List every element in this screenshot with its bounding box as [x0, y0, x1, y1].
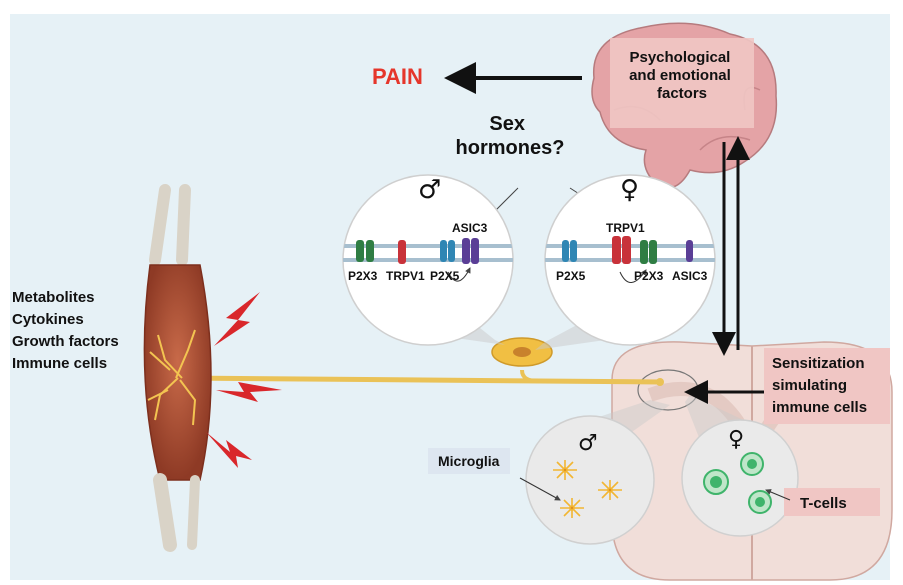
- label-p2x5: P2X5: [556, 269, 586, 283]
- label-trpv1: TRPV1: [386, 269, 425, 283]
- tcell-circle: ♀: [682, 420, 798, 536]
- label-asic3: ASIC3: [672, 269, 708, 283]
- female-symbol: ♀: [620, 175, 639, 205]
- factor-immune-cells: Immune cells: [12, 355, 107, 372]
- tcells-label: T-cells: [800, 495, 847, 512]
- label-asic3: ASIC3: [452, 221, 488, 235]
- receptor-trpv1: [612, 236, 621, 264]
- receptor-asic3: [462, 238, 470, 264]
- microglia-circle: ♂: [526, 416, 654, 544]
- label-p2x5: P2X5: [430, 269, 460, 283]
- pain-label: PAIN: [372, 64, 423, 89]
- receptor-p2x3: [640, 240, 648, 264]
- label-trpv1: TRPV1: [606, 221, 645, 235]
- receptor-p2x3: [356, 240, 364, 262]
- male-symbol: ♂: [578, 431, 598, 456]
- female-symbol: ♀: [728, 427, 744, 452]
- receptor-trpv1: [398, 240, 406, 264]
- male-symbol: ♂: [418, 175, 441, 205]
- microglia-label: Microglia: [438, 453, 500, 469]
- receptor-asic3: [686, 240, 693, 262]
- label-p2x3: P2X3: [634, 269, 664, 283]
- factor-cytokines: Cytokines: [12, 311, 84, 328]
- ganglion-nucleus: [513, 347, 531, 357]
- receptor-p2x5: [562, 240, 569, 262]
- factor-growth-factors: Growth factors: [12, 333, 119, 350]
- receptor-p2x5: [440, 240, 447, 262]
- label-p2x3: P2X3: [348, 269, 378, 283]
- factor-metabolites: Metabolites: [12, 289, 95, 306]
